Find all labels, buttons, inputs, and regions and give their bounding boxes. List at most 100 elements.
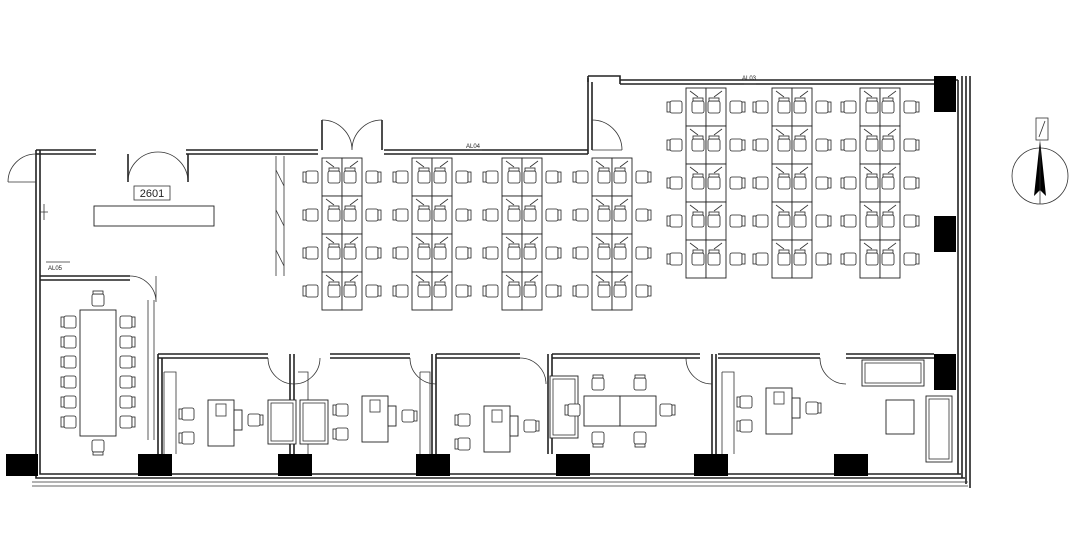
chair (343, 205, 357, 222)
chair-back (840, 177, 845, 189)
chair-back (647, 247, 652, 259)
chair (597, 205, 611, 222)
chair-seat (633, 431, 647, 445)
chair-back (508, 243, 520, 248)
chair-back (557, 285, 562, 297)
chair (840, 214, 857, 228)
office-furniture (178, 359, 953, 463)
chair (327, 243, 341, 260)
chair (327, 167, 341, 184)
outer-walls (32, 75, 971, 488)
chair (60, 355, 77, 369)
sofa-frame (299, 399, 329, 445)
chair-seat (843, 100, 857, 114)
chair (633, 374, 647, 391)
chair-seat (635, 246, 649, 260)
chair-seat (755, 176, 769, 190)
north-arrow (1011, 117, 1069, 205)
chair-back (692, 135, 704, 140)
chair (523, 243, 537, 260)
chair (482, 170, 499, 184)
chair-seat (119, 415, 133, 429)
chair-seat (729, 176, 743, 190)
chair-back (794, 135, 806, 140)
structural-pillars (6, 76, 956, 476)
chair-back (915, 101, 920, 113)
chair-back (524, 167, 536, 172)
chair-seat (457, 437, 471, 451)
chair-back (572, 209, 577, 221)
chair (454, 413, 471, 427)
desk (619, 395, 657, 427)
chair-back (708, 249, 720, 254)
chair-back (794, 211, 806, 216)
chair (343, 243, 357, 260)
chair-seat (433, 208, 447, 222)
desk-return (863, 128, 897, 136)
chair-seat (455, 170, 469, 184)
chair (635, 284, 652, 298)
chair-back (598, 243, 610, 248)
chair-back (671, 404, 676, 416)
sofa-cushion (928, 398, 950, 460)
chair-back (482, 285, 487, 297)
chair (454, 437, 471, 451)
chair-seat (597, 170, 611, 184)
chair-seat (881, 100, 895, 114)
chair-seat (881, 252, 895, 266)
chair-seat (793, 100, 807, 114)
chair-back (377, 209, 382, 221)
chair-seat (707, 252, 721, 266)
chair-seat (903, 138, 917, 152)
chair (417, 243, 431, 260)
chair-back (666, 215, 671, 227)
chair (302, 208, 319, 222)
chair-seat (691, 100, 705, 114)
pillar (138, 454, 172, 476)
chair (729, 176, 746, 190)
chair-back (827, 101, 832, 113)
chair-back (482, 247, 487, 259)
chair (327, 205, 341, 222)
chair (365, 208, 382, 222)
chair-seat (395, 246, 409, 260)
chair-back (840, 101, 845, 113)
chair-back (332, 428, 337, 440)
chair (865, 173, 879, 190)
marker-al03: AL03 (742, 76, 757, 82)
chair-seat (119, 375, 133, 389)
chair (365, 284, 382, 298)
chair-back (692, 211, 704, 216)
chair-seat (597, 284, 611, 298)
desk-return (775, 128, 809, 136)
chair (777, 97, 791, 114)
chair-seat (865, 252, 879, 266)
chair (332, 403, 349, 417)
chair-seat (523, 246, 537, 260)
pillar (278, 454, 312, 476)
desk-return (505, 274, 539, 282)
chair (507, 205, 521, 222)
chair (752, 100, 769, 114)
chair-seat (777, 214, 791, 228)
chair-seat (63, 395, 77, 409)
chair-seat (523, 284, 537, 298)
chair (793, 173, 807, 190)
chair-seat (335, 427, 349, 441)
pillar (934, 76, 956, 112)
chair (881, 249, 895, 266)
chair-seat (485, 284, 499, 298)
chair (777, 173, 791, 190)
chair-back (413, 410, 418, 422)
chair-back (572, 285, 577, 297)
chair-seat (575, 284, 589, 298)
chair (881, 135, 895, 152)
chair (482, 246, 499, 260)
chair (666, 138, 683, 152)
chair-back (454, 438, 459, 450)
chair (815, 176, 832, 190)
chair (545, 170, 562, 184)
chair-back (434, 205, 446, 210)
chair-back (647, 285, 652, 297)
chair-seat (777, 176, 791, 190)
